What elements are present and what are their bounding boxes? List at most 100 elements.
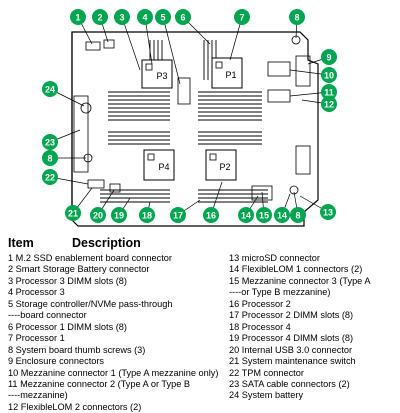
- legend-item: ----or Type B mezzanine): [229, 287, 331, 298]
- processor-1-label: P1: [225, 70, 236, 80]
- callout-number: 13: [323, 207, 333, 217]
- callout-number: 2: [97, 12, 102, 22]
- callout-circle: [289, 9, 305, 25]
- callout-number: 14: [277, 210, 287, 220]
- callout-number: 8: [47, 153, 52, 163]
- callout-number: 18: [142, 210, 152, 220]
- legend-item: 21 System maintenance switch: [229, 356, 356, 367]
- legend-item: 19 Processor 4 DIMM slots (8): [229, 333, 354, 344]
- mezzanine-connector-1: [267, 61, 291, 77]
- processor-3: P3: [141, 59, 173, 89]
- callout-number: 17: [173, 210, 183, 220]
- storage-controller-connector: [177, 77, 191, 105]
- callout-number: 1: [75, 12, 80, 22]
- callout-circle: [90, 207, 106, 223]
- callout-circle: [321, 84, 337, 100]
- callout-number: 8: [295, 210, 300, 220]
- callout-number: 12: [324, 99, 334, 109]
- callout-circle: [92, 9, 108, 25]
- legend-item: ----mezzanine): [8, 390, 68, 401]
- callout-number: 5: [160, 12, 165, 22]
- processor-4-label: P4: [158, 162, 169, 172]
- legend-item: 9 Enclosure connectors: [8, 356, 105, 367]
- legend-header-description: Description: [72, 236, 141, 250]
- legend-item: 20 Internal USB 3.0 connector: [229, 344, 353, 355]
- processor-3-dimm-slots: [108, 91, 170, 121]
- m2-ssd-connector: [85, 41, 101, 51]
- legend-item: 14 FlexibleLOM 1 connectors (2): [229, 264, 363, 275]
- legend-item: 24 System battery: [229, 390, 304, 401]
- callout-number: 15: [259, 210, 269, 220]
- callout-circle: [42, 150, 58, 166]
- callout-circle: [234, 9, 250, 25]
- callout-leader: [121, 16, 141, 71]
- legend-item: 4 Processor 3: [8, 287, 65, 298]
- callout-number: 10: [324, 70, 334, 80]
- board-side-bracket: [73, 95, 89, 173]
- processor-4: P4: [143, 149, 175, 181]
- callout-circle: [290, 207, 306, 223]
- callout-circle: [175, 9, 191, 25]
- callout-circle: [256, 207, 272, 223]
- callout-number: 16: [206, 210, 216, 220]
- callout-circle: [70, 9, 86, 25]
- callout-number: 21: [68, 208, 78, 218]
- legend-item: 23 SATA cable connectors (2): [229, 378, 350, 389]
- callout-circle: [42, 169, 58, 185]
- processor-4-dimm-slots: [100, 131, 170, 203]
- legend-item: 13 microSD connector: [229, 253, 320, 263]
- legend-item: 15 Mezzanine connector 3 (Type A: [229, 275, 371, 286]
- legend-item: 6 Processor 1 DIMM slots (8): [8, 321, 127, 332]
- callout-number: 9: [326, 52, 331, 62]
- battery-connector: [103, 39, 115, 49]
- callout-circle: [139, 207, 155, 223]
- callout-circle: [42, 81, 58, 97]
- legend-item: 22 TPM connector: [229, 367, 304, 378]
- callout-number: 4: [142, 12, 147, 22]
- callout-circle: [274, 207, 290, 223]
- processor-3-label: P3: [156, 71, 167, 81]
- callout-number: 20: [93, 210, 103, 220]
- legend-item: ----board connector: [8, 310, 87, 321]
- processor-2-label: P2: [219, 162, 230, 172]
- legend-item: 16 Processor 2: [229, 298, 291, 309]
- enclosure-connector-bottom: [295, 145, 311, 175]
- processor-1: P1: [211, 57, 243, 89]
- callout-circle: [155, 9, 171, 25]
- callout-circle: [111, 207, 127, 223]
- legend-item: 3 Processor 3 DIMM slots (8): [8, 275, 127, 286]
- callout-number: 19: [114, 210, 124, 220]
- callout-circle: [137, 9, 153, 25]
- mezzanine-connector-3: [251, 185, 273, 201]
- callout-circle: [238, 207, 254, 223]
- callout-circle: [114, 9, 130, 25]
- callout-number: 7: [239, 12, 244, 22]
- callout-circle: [321, 49, 337, 65]
- processor-2: P2: [205, 149, 237, 181]
- legend-item: 18 Processor 4: [229, 321, 291, 332]
- system-battery: [80, 102, 92, 114]
- callout-number: 6: [180, 12, 185, 22]
- board-outline: [71, 31, 319, 227]
- callout-circle: [42, 134, 58, 150]
- legend-item: 8 System board thumb screws (3): [8, 344, 146, 355]
- callout-number: 3: [119, 12, 124, 22]
- processor-2-dimm-slots: [198, 131, 268, 203]
- legend-item: 2 Smart Storage Battery connector: [8, 264, 150, 275]
- legend-item: 1 M.2 SSD enablement board connector: [8, 253, 172, 263]
- processor-1-dimm-slots: [198, 91, 262, 121]
- legend-item: 10 Mezzanine connector 1 (Type A mezzani…: [8, 367, 219, 378]
- legend-item: 11 Mezzanine connector 2 (Type A or Type…: [8, 378, 190, 389]
- callout-number: 8: [294, 12, 299, 22]
- legend-item: 12 FlexibleLOM 2 connectors (2): [8, 401, 142, 412]
- callout-circle: [203, 207, 219, 223]
- callout-number: 24: [45, 84, 55, 94]
- callout-circle: [321, 96, 337, 112]
- legend-item: 7 Processor 1: [8, 333, 65, 344]
- callout-leader: [162, 16, 181, 85]
- callout-number: 11: [324, 87, 334, 97]
- legend-header-item: Item: [8, 236, 34, 250]
